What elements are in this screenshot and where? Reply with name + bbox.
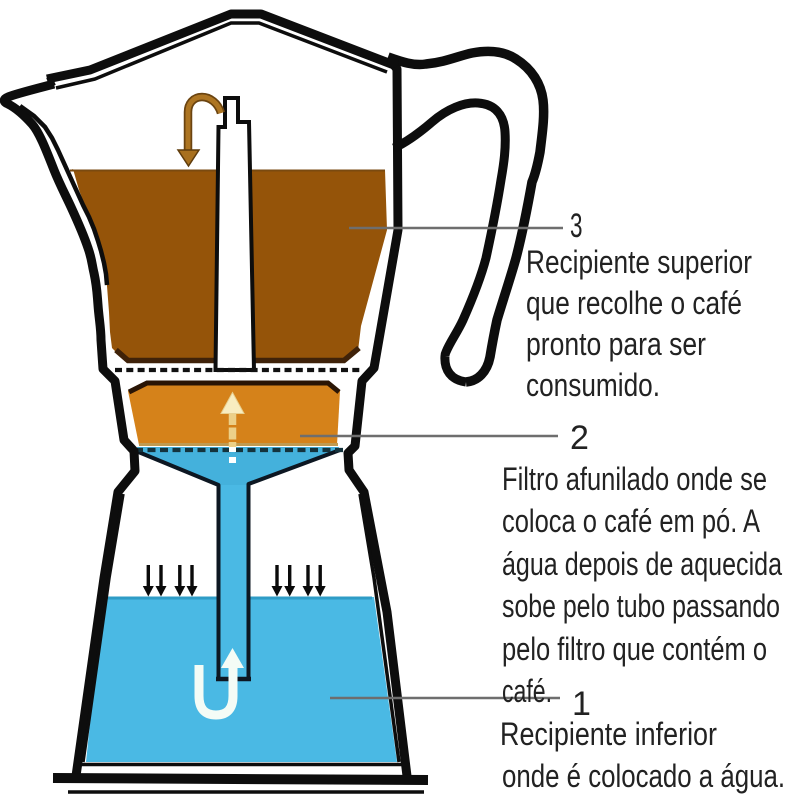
svg-text:pelo filtro que contém o: pelo filtro que contém o [502, 631, 767, 667]
svg-text:consumido.: consumido. [526, 367, 660, 403]
svg-text:pronto para ser: pronto para ser [526, 326, 706, 362]
svg-text:Recipiente inferior: Recipiente inferior [500, 716, 717, 752]
svg-text:água depois de aquecida: água depois de aquecida [502, 546, 782, 582]
svg-text:onde é colocado a água.: onde é colocado a água. [502, 758, 785, 794]
svg-text:café.: café. [502, 673, 552, 709]
svg-text:1: 1 [572, 685, 591, 723]
svg-text:coloca o café em pó. A: coloca o café em pó. A [502, 503, 761, 539]
svg-text:Filtro afunilado onde se: Filtro afunilado onde se [502, 461, 767, 497]
svg-text:2: 2 [570, 419, 589, 457]
svg-text:3: 3 [570, 207, 583, 245]
svg-text:sobe pelo tubo passando: sobe pelo tubo passando [502, 588, 780, 624]
svg-text:que recolhe o café: que recolhe o café [526, 285, 742, 321]
svg-text:Recipiente superior: Recipiente superior [526, 244, 752, 280]
